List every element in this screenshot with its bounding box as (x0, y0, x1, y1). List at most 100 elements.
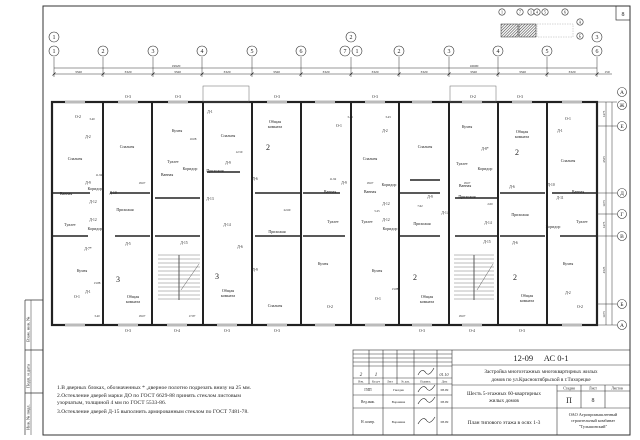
door-mark: Д-14 (223, 223, 230, 227)
room-label: Прихожая (206, 168, 223, 173)
role-name: Гвоздев (393, 388, 404, 392)
room-area: 18.07 (139, 314, 146, 318)
span-dim: 3320 (372, 70, 379, 74)
axis-mark: 1 (356, 49, 359, 55)
revision-column-header: Кол.уч (372, 381, 381, 384)
axis-mark: 6 (596, 49, 599, 55)
axis-mark-circle (351, 45, 363, 57)
room-label: Спальня (363, 156, 378, 161)
dim-tick (52, 72, 56, 76)
key-plan-row-circle (576, 32, 584, 40)
apartment-room-count: 2 (513, 273, 517, 282)
span-dim: 3320 (421, 70, 428, 74)
dim-tick (250, 72, 254, 76)
window-mark: О-3 (125, 95, 131, 99)
door-mark: Д-12 (382, 218, 389, 222)
organization-line-1: ОАО Агропромышленный (569, 412, 618, 417)
door-mark: Д-10 (109, 191, 116, 195)
side-label-replaced: Взам. инв. № (26, 317, 31, 342)
organization-line-2: строительный комбинат (571, 418, 615, 423)
room-label: Коридор (183, 166, 198, 171)
room-label: Коридор (478, 166, 493, 171)
door-mark: Д-15 (483, 240, 490, 244)
room-label: Туалет (456, 161, 468, 166)
section-mark: 3 (596, 35, 599, 41)
window-mark: О-1 (74, 295, 80, 299)
axis-mark-circle (393, 45, 405, 57)
section-mark: 2 (350, 35, 353, 41)
room-label: Туалет (576, 219, 588, 224)
key-plan-axis-circle (498, 8, 506, 16)
room-label: Туалет (361, 219, 373, 224)
axis-mark-circle (617, 231, 627, 241)
axis-mark-circle (591, 45, 603, 57)
axis-mark: А (620, 323, 624, 329)
project-title-line-2: домов по ул.Красноктябрьской в г.Тихорец… (491, 376, 591, 383)
role-title: Н. контр. (361, 420, 375, 424)
room-area: 13.88 (94, 281, 101, 285)
dim-tick (200, 72, 204, 76)
axis-mark: Д (620, 191, 624, 197)
stairwell (454, 254, 494, 300)
section-mark-circle (48, 31, 60, 43)
door-mark: Д-9 (85, 181, 91, 185)
door-mark: Д-2 (382, 129, 388, 133)
room-area: 11.92 (96, 173, 103, 177)
section-mark-circle (591, 31, 603, 43)
span-dim: 3320 (470, 70, 477, 74)
key-plan-axis-circle (541, 8, 549, 16)
axis-mark: 6 (300, 49, 303, 55)
room-label: Спальня (68, 156, 83, 161)
right-dim: 1475 (602, 110, 606, 117)
key-plan-section-2 (518, 23, 537, 38)
apartment-room-count: 2 (413, 273, 417, 282)
room-label: Прихожая (413, 221, 430, 226)
window-mark: О-3 (274, 329, 280, 333)
rev-date: 01.10 (440, 372, 449, 377)
room-label: Коридор (88, 186, 103, 191)
stairwell (158, 254, 200, 300)
door-mark: Д-9 (341, 181, 347, 185)
apartment-room-count: 2 (515, 148, 519, 157)
signature (417, 384, 436, 393)
room-area: 22.60 (284, 208, 291, 212)
axis-mark-circle (246, 45, 258, 57)
window-mark: О-1 (336, 124, 342, 128)
door-mark: Д-2 (565, 291, 571, 295)
room-label: Кухня (172, 128, 183, 133)
axis-mark: Б (620, 302, 623, 308)
sheet-header: Лист (589, 387, 597, 391)
room-area: 18.07 (464, 181, 471, 185)
span-dim: 3320 (323, 70, 330, 74)
room-label: Спальня (418, 144, 433, 149)
room-area: 18.07 (367, 181, 374, 185)
door-mark: Д-14 (484, 221, 491, 225)
role-title: ГИП (364, 388, 372, 392)
key-plan-row: А (579, 19, 582, 24)
apartment-room-count: 2 (266, 143, 270, 152)
door-mark: Д-12 (382, 202, 389, 206)
span-dim: 3320 (174, 70, 181, 74)
window-mark: О-3 (517, 95, 523, 99)
key-plan-axis: 4 (536, 9, 538, 14)
window-mark: О-3 (175, 95, 181, 99)
axis-mark-circle (492, 45, 504, 57)
axis-mark-circle (339, 45, 351, 57)
key-plan-axis: 5 (544, 9, 546, 14)
note-2-cont: узорчатым, толщиной 4 мм по ГОСТ 5533-86… (57, 399, 167, 406)
span-dim: 3320 (519, 70, 526, 74)
window-mark: О-2 (577, 305, 583, 309)
room-label: Туалет (64, 222, 76, 227)
axis-mark-circle (617, 121, 627, 131)
span-dim: 3320 (273, 70, 280, 74)
room-label: Ванная (324, 189, 337, 194)
room-label: Коридор (88, 226, 103, 231)
axis-mark: 1 (53, 49, 56, 55)
